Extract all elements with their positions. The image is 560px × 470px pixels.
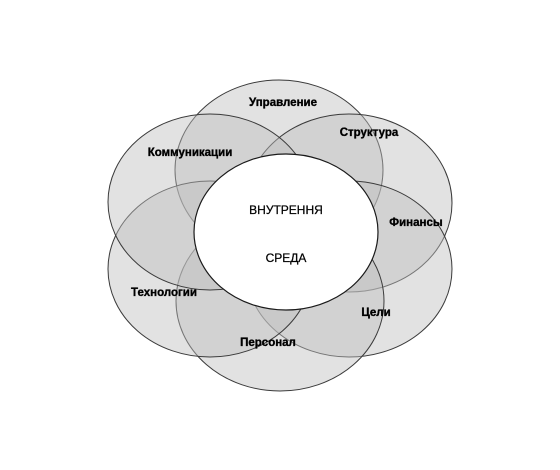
label-management: Управление bbox=[249, 97, 317, 109]
label-personnel: Персонал bbox=[240, 337, 296, 349]
label-structure: Структура bbox=[340, 127, 399, 139]
center-label-line1: ВНУТРЕННЯ bbox=[249, 203, 323, 217]
center-ellipse bbox=[193, 153, 379, 311]
label-goals: Цели bbox=[361, 307, 390, 319]
center-label-line2: СРЕДА bbox=[266, 251, 307, 265]
label-technology: Технологии bbox=[131, 287, 197, 299]
label-finance: Финансы bbox=[389, 217, 443, 229]
label-communications: Коммуникации bbox=[148, 147, 233, 159]
